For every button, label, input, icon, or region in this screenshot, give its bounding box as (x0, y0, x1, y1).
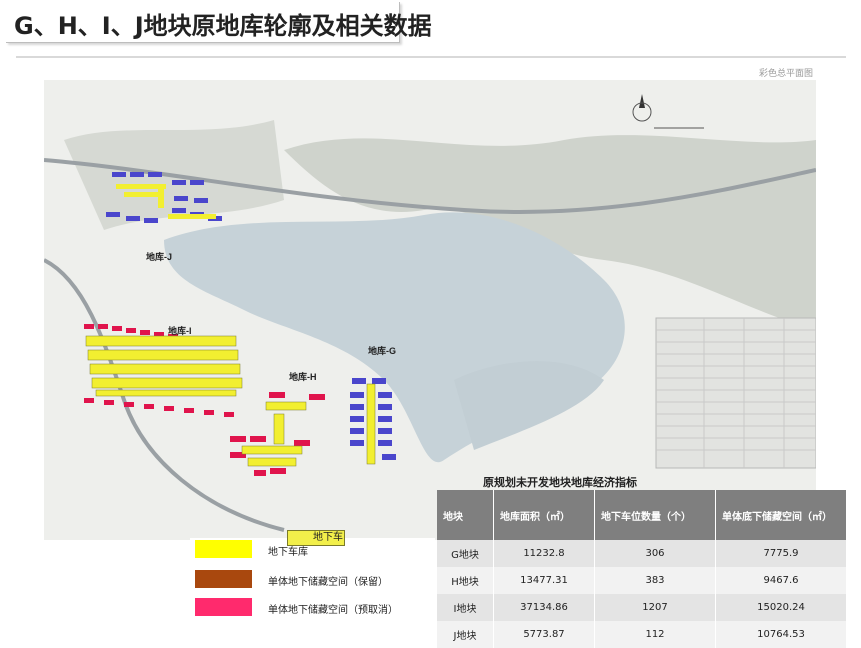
map-caption: 彩色总平面图 (758, 68, 813, 78)
table-row: I地块 37134.86 1207 15020.24 (437, 594, 847, 621)
title-frame (6, 2, 400, 43)
table-cell: 306 (594, 540, 716, 567)
table-cell: 5773.87 (493, 621, 595, 648)
page-title: G、H、I、J地块原地库轮廓及相关数据 (14, 12, 432, 40)
area-label-g: 地库-G (368, 346, 396, 356)
col-header: 地下车位数量（个） (594, 490, 716, 540)
table-cell: 15020.24 (715, 594, 847, 621)
legend-partial-item: 地下车库 (287, 530, 345, 546)
legend-label-storage-cancel: 单体地下储藏空间（预取消） (268, 605, 398, 616)
site-plan-map (44, 80, 816, 540)
divider (16, 56, 846, 58)
area-label-h: 地库-H (289, 372, 317, 382)
economic-table: 地块 地库面积（㎡） 地下车位数量（个） 单体底下储藏空间（㎡） G地块 112… (437, 490, 847, 648)
legend-swatch-storage-kept (195, 570, 252, 588)
table-cell: 11232.8 (493, 540, 595, 567)
col-header: 地库面积（㎡） (493, 490, 595, 540)
table-cell: 9467.6 (715, 567, 847, 594)
area-label-j: 地库-J (146, 252, 173, 262)
table-cell: J地块 (437, 621, 494, 648)
legend-label-storage-kept: 单体地下储藏空间（保留） (268, 577, 388, 588)
table-row: G地块 11232.8 306 7775.9 (437, 540, 847, 567)
table-cell: 112 (594, 621, 716, 648)
col-header: 地块 (437, 490, 494, 540)
table-row: J地块 5773.87 112 10764.53 (437, 621, 847, 648)
table-cell: G地块 (437, 540, 494, 567)
legend-swatch-garage (195, 540, 252, 558)
table-cell: 7775.9 (715, 540, 847, 567)
map-legend: 地下车库 地下车库 单体地下储藏空间（保留） 单体地下储藏空间（预取消） (190, 530, 435, 628)
table-cell: 1207 (594, 594, 716, 621)
col-header: 单体底下储藏空间（㎡） (715, 490, 847, 540)
legend-label-garage: 地下车库 (268, 547, 308, 558)
table-cell: 13477.31 (493, 567, 595, 594)
table-row: H地块 13477.31 383 9467.6 (437, 567, 847, 594)
area-label-i: 地库-I (168, 326, 192, 336)
table-cell: I地块 (437, 594, 494, 621)
table-cell: 383 (594, 567, 716, 594)
table-cell: H地块 (437, 567, 494, 594)
economic-table-title: 原规划未开发地块地库经济指标 (483, 477, 637, 489)
legend-swatch-storage-cancel (195, 598, 252, 616)
table-header-row: 地块 地库面积（㎡） 地下车位数量（个） 单体底下储藏空间（㎡） (437, 490, 847, 540)
table-cell: 37134.86 (493, 594, 595, 621)
table-cell: 10764.53 (715, 621, 847, 648)
